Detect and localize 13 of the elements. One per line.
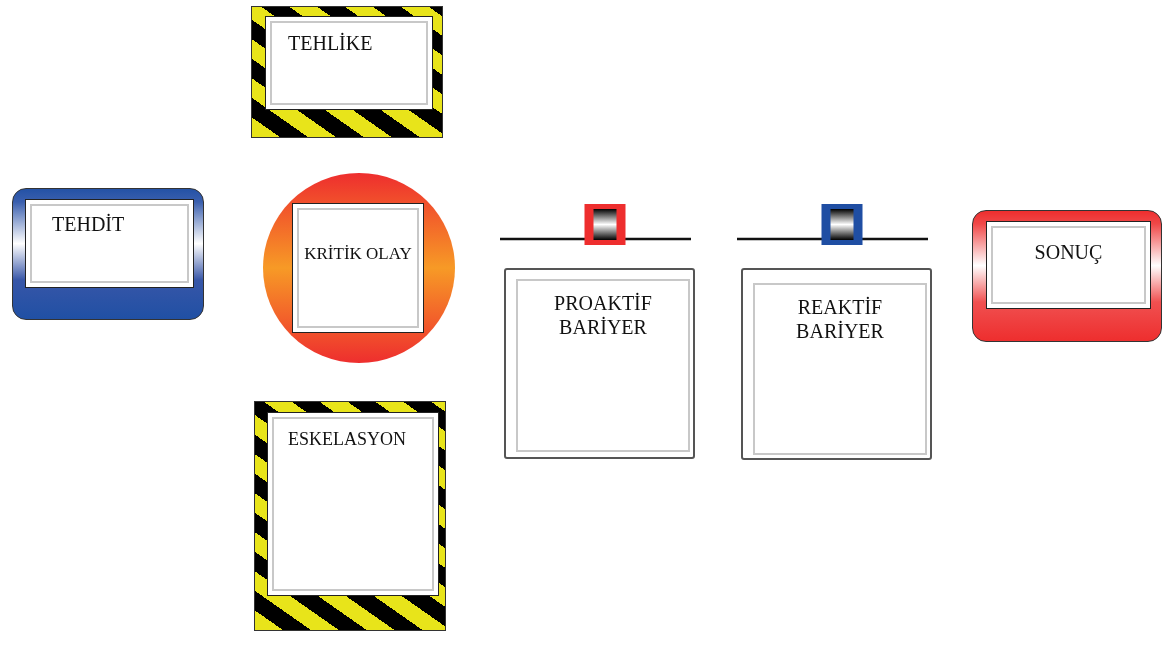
hazard-stripe-frame	[254, 401, 446, 631]
node-label: KRİTİK OLAY	[304, 244, 412, 265]
node-label: SONUÇ	[1034, 240, 1103, 264]
node-label: PROAKTİF BARİYER	[553, 291, 653, 339]
node-label: TEHLİKE	[288, 31, 373, 55]
node-label: ESKELASYON	[288, 429, 406, 451]
hazard-stripe-frame	[251, 6, 443, 138]
barrier-card	[504, 268, 695, 459]
node-label: REAKTİF BARİYER	[795, 295, 885, 343]
consequence-frame	[972, 210, 1162, 342]
barrier-card	[741, 268, 932, 460]
node-label: TEHDİT	[52, 212, 125, 236]
threat-frame	[12, 188, 204, 320]
